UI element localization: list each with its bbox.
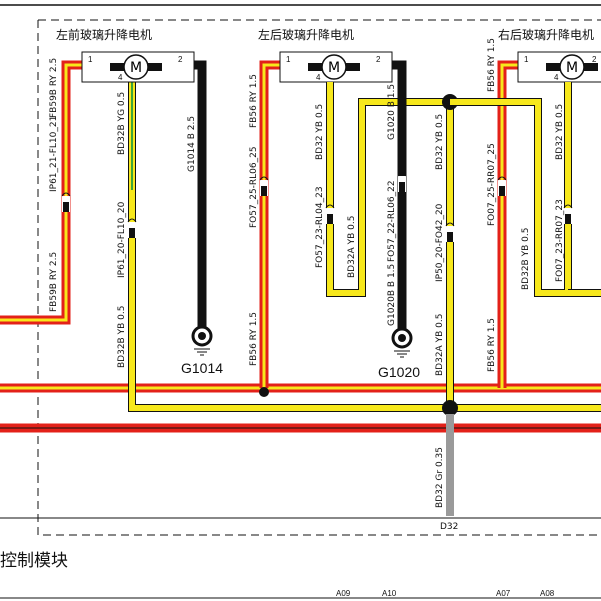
label-g1020-b: G1020 B 1.5 [387, 84, 397, 140]
label-g1014-b: G1014 B 2.5 [187, 116, 197, 172]
label-fb59b-bot: FB59B RY 2.5 [49, 252, 59, 312]
pin-a07: A07 [496, 589, 511, 598]
label-ip61-20: IP61_20-FL10_20 [117, 201, 127, 278]
label-fo57-25: FO57_25-RL06_25 [249, 146, 259, 228]
label-bd32-yb-c: BD32 YB 0.5 [435, 114, 445, 170]
motor-left-rear: M [259, 51, 393, 388]
label-ip50-20: IP50_20-FO42_20 [435, 203, 445, 282]
svg-text:M: M [566, 60, 578, 76]
label-fb56-r-top: FB56 RY 1.5 [487, 38, 497, 92]
label-bd32b-yg: BD32B YG 0.5 [117, 92, 127, 155]
label-bd32-yb-lr: BD32 YB 0.5 [315, 104, 325, 160]
pin-a10: A10 [382, 589, 397, 598]
motor-lr-pin2: 2 [376, 55, 381, 64]
label-fo57-22: FO57_22-RL06_22 [387, 180, 397, 262]
bus-red-upper [0, 60, 82, 325]
connector-fo07-25-icon [497, 176, 507, 196]
splice-lr-red [259, 387, 269, 397]
motor-lf-pin4: 4 [118, 73, 123, 82]
label-bd32b-yb-l: BD32B YB 0.5 [117, 306, 127, 368]
connector-fo57-22-icon [397, 172, 407, 192]
splice-center-bottom [442, 400, 458, 416]
label-bd32a-yb-lr: BD32A YB 0.5 [347, 216, 357, 278]
connector-ip61-20-icon [127, 218, 137, 238]
dashed-boundary [37, 20, 601, 536]
label-fb56-l-bot: FB56 RY 1.5 [249, 312, 259, 366]
label-fb56-l-top: FB56 RY 1.5 [249, 74, 259, 128]
ground-g1020-icon [391, 327, 413, 358]
label-bd32-yb-rr: BD32 YB 0.5 [555, 104, 565, 160]
label-bd32-gr: BD32 Gr 0.35 [435, 447, 445, 508]
motor-left-front: M [81, 51, 195, 83]
motor-rr-pin1: 1 [524, 55, 529, 64]
motor-lf-title: 左前玻璃升降电机 [56, 27, 152, 42]
connector-ip50-20-icon [445, 222, 455, 242]
connector-d32-label: D32 [440, 522, 458, 532]
motor-rr-title: 右后玻璃升降电机 [498, 27, 594, 42]
ground-label-g1020: G1020 [378, 364, 420, 380]
connector-fo07-23-icon [563, 204, 573, 224]
motor-lr-title: 左后玻璃升降电机 [258, 27, 354, 42]
label-fb56-r-bot: FB56 RY 1.5 [487, 318, 497, 372]
module-title: 控制模块 [0, 551, 68, 571]
label-ip61-21: IP61_21-FL10_21 [49, 116, 59, 192]
connector-fo57-23-icon [325, 204, 335, 224]
label-bd32b-yb-r: BD32B YB 0.5 [521, 228, 531, 290]
pin-a08: A08 [540, 589, 555, 598]
motor-lr-pin1: 1 [286, 55, 291, 64]
svg-text:M: M [328, 60, 340, 76]
wire-g1014 [194, 60, 207, 330]
connector-fo57-25-icon [259, 176, 269, 196]
connector-ip61-21-icon [61, 192, 71, 212]
motor-rr-pin2: 2 [592, 55, 597, 64]
label-fo57-23: FO57_23-RL04_23 [315, 186, 325, 268]
motor-lf-pin1: 1 [88, 55, 93, 64]
pin-a09: A09 [336, 589, 351, 598]
label-fo07-25: FO07_25-RR07_25 [487, 143, 497, 226]
motor-lf-pin2: 2 [178, 55, 183, 64]
motor-rr-pin4: 4 [554, 73, 559, 82]
label-g1020b-b: G1020B B 1.5 [387, 264, 397, 326]
label-fo07-23: FO07_23-RR07_23 [555, 199, 565, 282]
label-fb59b-top: FB59B RY 2.5 [49, 58, 59, 118]
motor-lr-pin4: 4 [316, 73, 321, 82]
motor-right-rear: M [497, 51, 601, 388]
label-bd32a-yb-c: BD32A YB 0.5 [435, 314, 445, 376]
ground-g1014-icon [191, 325, 213, 356]
wire-g1020 [392, 60, 407, 332]
svg-text:M: M [130, 60, 142, 76]
ground-label-g1014: G1014 [181, 360, 223, 376]
